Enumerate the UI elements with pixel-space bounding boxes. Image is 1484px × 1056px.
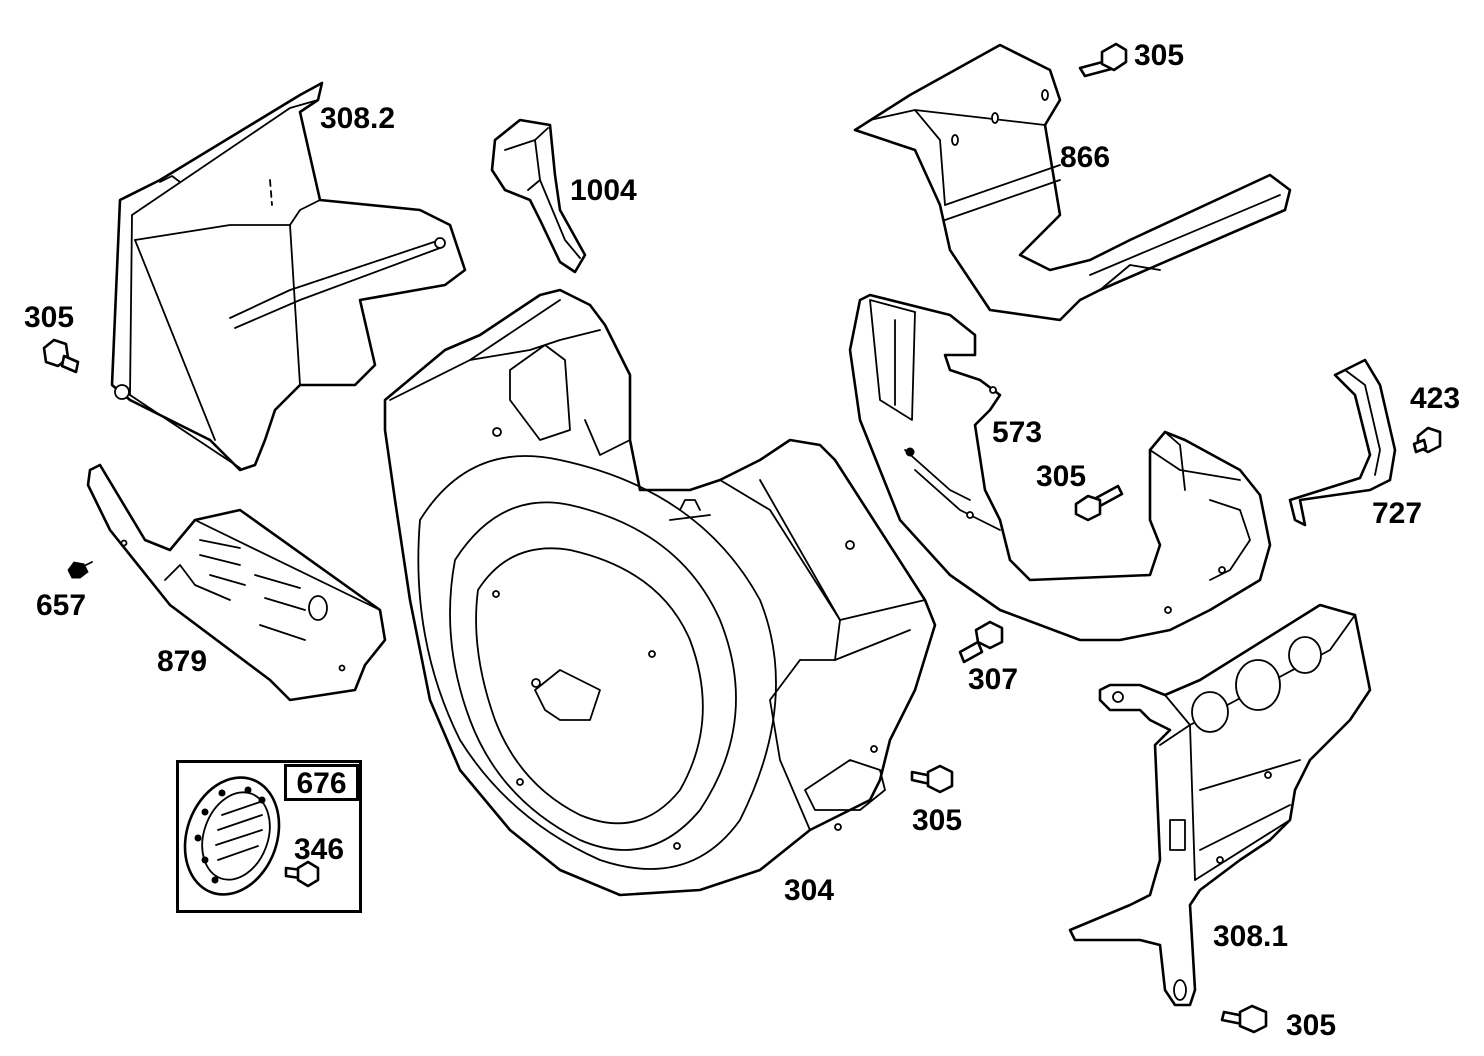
part-1004-clip [490,118,587,274]
part-727-bracket [1288,358,1397,527]
part-label-346: 346 [294,833,345,866]
part-879-plate [86,463,387,702]
inset-frame [176,760,362,913]
part-label-423: 423 [1410,382,1461,415]
part-304-blower-housing [383,288,937,897]
part-label-573: 573 [992,416,1043,449]
part-label-307: 307 [968,663,1019,696]
part-label-305-mid: 305 [1036,460,1087,493]
part-label-305-top: 305 [1134,39,1185,72]
part-label-308-1: 308.1 [1213,920,1289,953]
part-308-2-shroud [110,81,467,472]
part-label-305-lower: 305 [912,804,963,837]
part-label-727: 727 [1372,497,1423,530]
part-308-1-shroud [1068,603,1372,1007]
bolt-icon [42,42,1442,1034]
part-label-657: 657 [36,589,87,622]
screw-icon [67,561,93,579]
part-label-866: 866 [1060,141,1111,174]
part-label-879: 879 [157,645,208,678]
part-label-304: 304 [784,874,835,907]
part-573-baffle [848,293,1272,642]
part-label-305-bottom: 305 [1286,1009,1337,1042]
part-label-308-2: 308.2 [320,102,396,135]
part-866-cover [853,43,1292,322]
part-label-676: 676 [284,764,359,801]
part-676-grille [183,776,281,896]
part-label-305-left: 305 [24,301,75,334]
part-label-1004: 1004 [570,174,637,207]
